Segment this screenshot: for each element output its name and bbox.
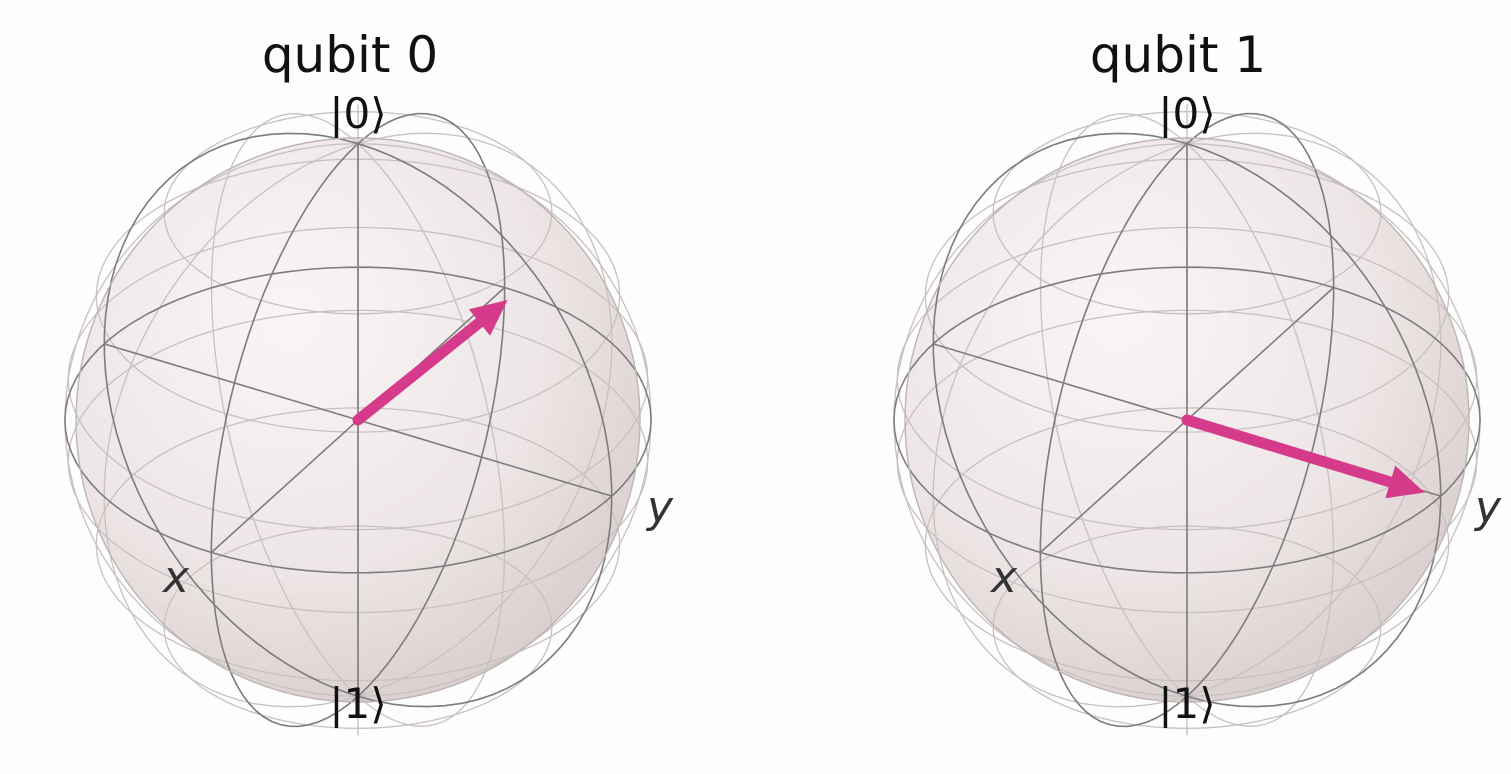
sphere-outline bbox=[75, 137, 641, 703]
sphere-outline bbox=[904, 137, 1470, 703]
qubit-title-1: qubit 1 bbox=[1090, 26, 1266, 84]
state-vector-arrowhead-1 bbox=[1385, 465, 1425, 499]
north-pole-label-0: |0⟩ bbox=[329, 89, 386, 138]
state-vector-0 bbox=[352, 317, 485, 426]
bloch-sphere-1: qubit 1 |0⟩ |1⟩ x y bbox=[893, 26, 1502, 736]
south-pole-label-0: |1⟩ bbox=[329, 679, 386, 728]
north-pole-label-1: |0⟩ bbox=[1158, 89, 1215, 138]
south-pole-label-1: |1⟩ bbox=[1158, 679, 1215, 728]
y-axis-label-1: y bbox=[1473, 482, 1502, 533]
x-axis-label-1: x bbox=[989, 552, 1018, 603]
qubit-title-0: qubit 0 bbox=[262, 26, 438, 84]
x-axis-label-0: x bbox=[161, 552, 190, 603]
state-vector-1 bbox=[1181, 414, 1396, 488]
y-axis-label-0: y bbox=[645, 482, 674, 533]
state-vector-arrowhead-0 bbox=[468, 299, 508, 336]
bloch-sphere-0: qubit 0 |0⟩ |1⟩ x y bbox=[64, 26, 674, 736]
